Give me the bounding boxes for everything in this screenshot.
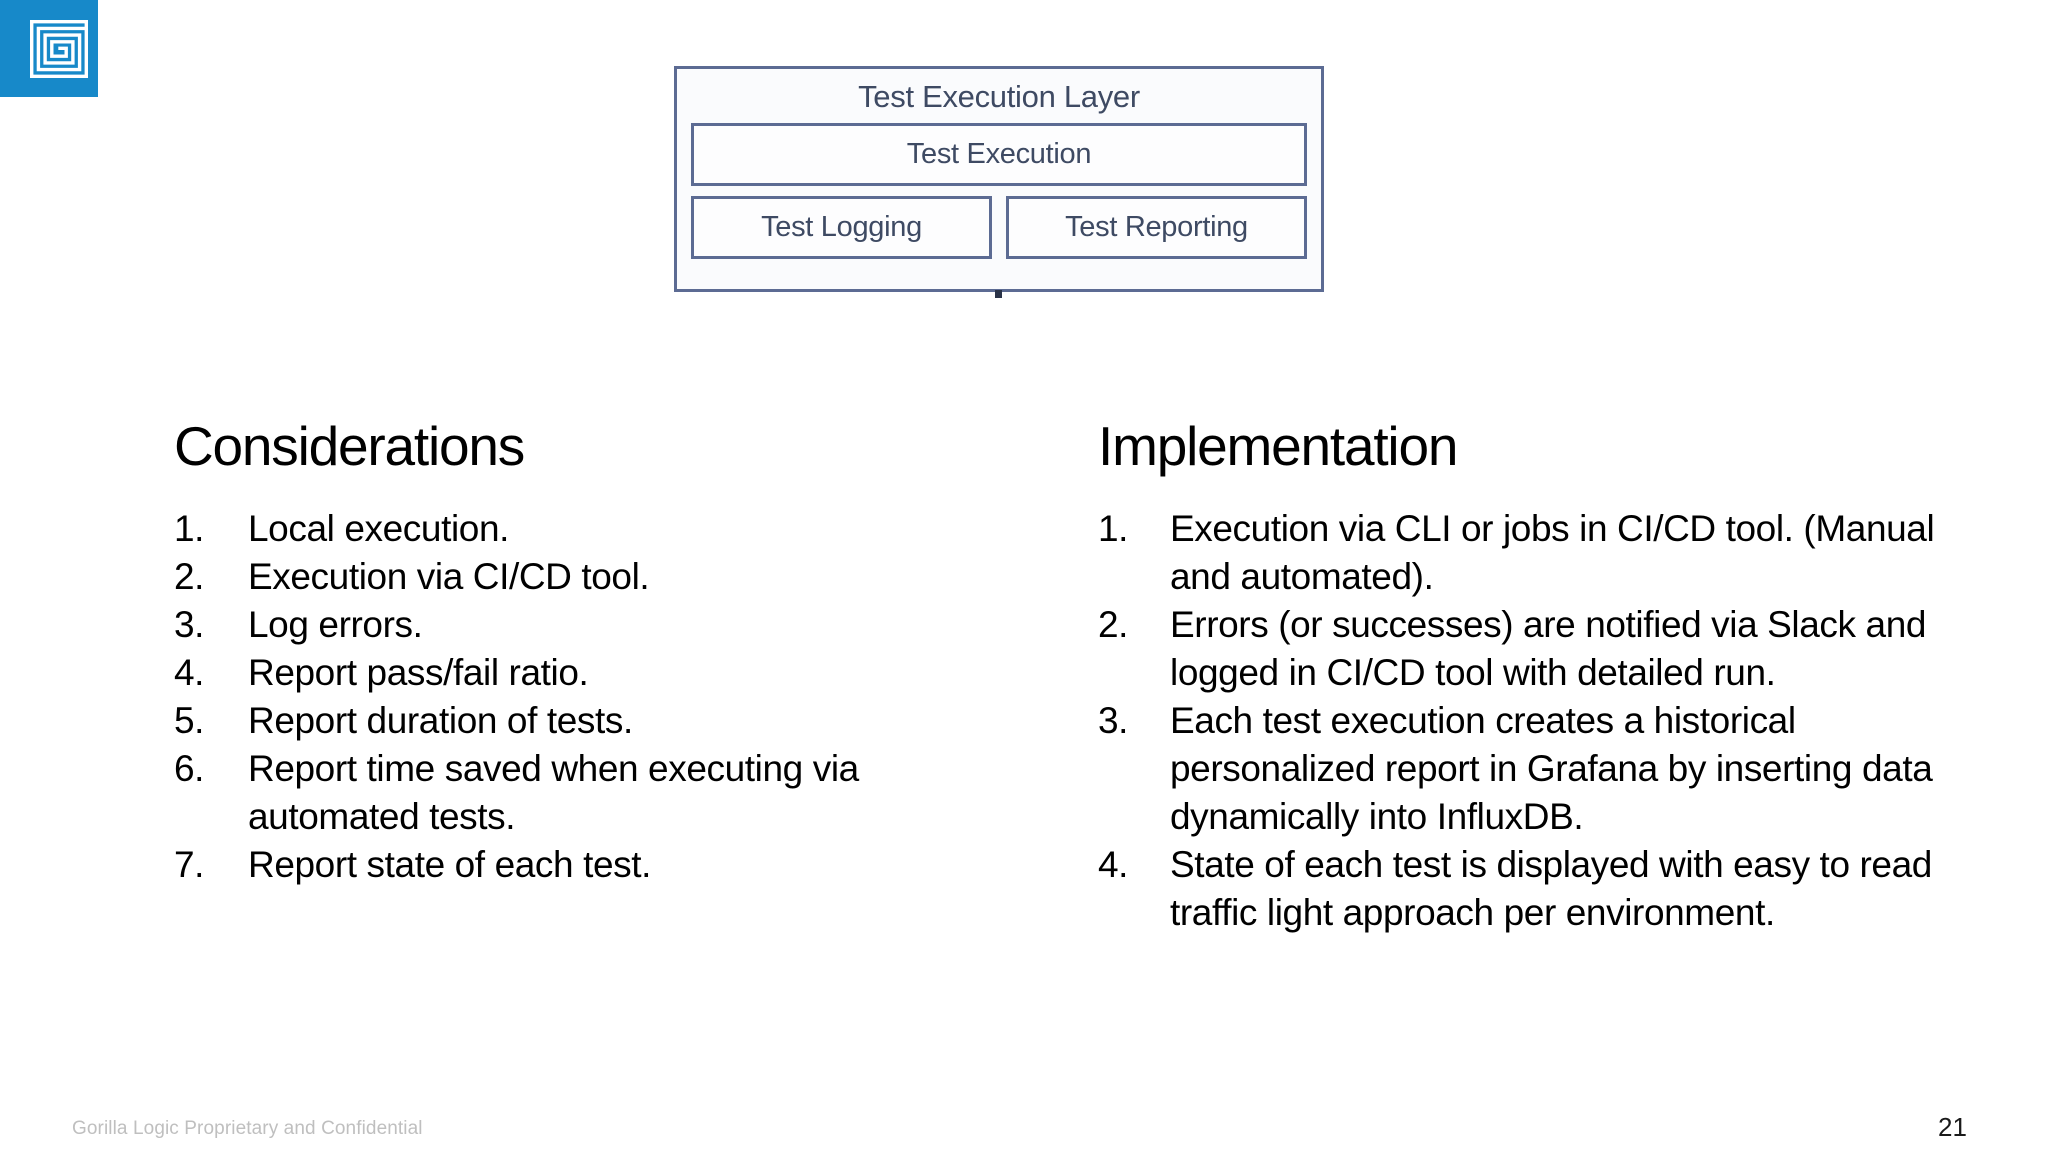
list-item: 3. Each test execution creates a histori… (1098, 697, 1978, 841)
list-item-text: Log errors. (248, 604, 423, 645)
considerations-column: Considerations 1. Local execution. 2. Ex… (174, 415, 984, 889)
list-item-number: 7. (174, 844, 205, 885)
list-item-number: 3. (1098, 700, 1129, 741)
list-item-text: Report state of each test. (248, 844, 651, 885)
list-item-number: 2. (1098, 604, 1129, 645)
list-item-text: Report pass/fail ratio. (248, 652, 589, 693)
confidential-notice: Gorilla Logic Proprietary and Confidenti… (72, 1118, 423, 1139)
list-item-number: 4. (174, 652, 205, 693)
implementation-list: 1. Execution via CLI or jobs in CI/CD to… (1098, 505, 1978, 937)
diagram-title: Test Execution Layer (858, 79, 1140, 114)
list-item-text: Local execution. (248, 508, 510, 549)
list-item: 4. State of each test is displayed with … (1098, 841, 1978, 937)
list-item: 3. Log errors. (174, 601, 984, 649)
list-item-number: 2. (174, 556, 205, 597)
page-number: 21 (1938, 1112, 1967, 1142)
brand-logo-block (0, 0, 98, 97)
list-item-text: Report duration of tests. (248, 700, 633, 741)
list-item-text: Execution via CLI or jobs in CI/CD tool.… (1170, 508, 1935, 597)
list-item: 1. Local execution. (174, 505, 984, 553)
list-item-number: 1. (174, 508, 205, 549)
list-item: 4. Report pass/fail ratio. (174, 649, 984, 697)
list-item-text: State of each test is displayed with eas… (1170, 844, 1932, 933)
list-item-text: Each test execution creates a historical… (1170, 700, 1933, 837)
list-item-number: 5. (174, 700, 205, 741)
list-item-number: 6. (174, 748, 205, 789)
diagram-bottom-row: Test Logging Test Reporting (691, 196, 1307, 259)
diagram-box-test-reporting: Test Reporting (1006, 196, 1307, 259)
diagram-box-label: Test Reporting (1065, 211, 1248, 243)
test-execution-layer-diagram: Test Execution Layer Test Execution Test… (674, 66, 1324, 292)
list-item: 7. Report state of each test. (174, 841, 984, 889)
implementation-column: Implementation 1. Execution via CLI or j… (1098, 415, 1978, 937)
list-item: 5. Report duration of tests. (174, 697, 984, 745)
diagram-box-label: Test Logging (761, 211, 922, 243)
diagram-box-test-logging: Test Logging (691, 196, 992, 259)
gorilla-logic-g-spiral-logo-icon (30, 20, 88, 78)
diagram-box-test-execution: Test Execution (691, 123, 1307, 186)
list-item-number: 3. (174, 604, 205, 645)
considerations-list: 1. Local execution. 2. Execution via CI/… (174, 505, 984, 889)
implementation-heading: Implementation (1098, 415, 1458, 477)
list-item-text: Errors (or successes) are notified via S… (1170, 604, 1927, 693)
diagram-connector-tick (995, 290, 1002, 298)
list-item: 6. Report time saved when executing via … (174, 745, 984, 841)
list-item-text: Execution via CI/CD tool. (248, 556, 650, 597)
list-item-number: 4. (1098, 844, 1129, 885)
list-item: 2. Execution via CI/CD tool. (174, 553, 984, 601)
diagram-box-label: Test Execution (906, 138, 1092, 170)
considerations-heading: Considerations (174, 415, 525, 477)
list-item-number: 1. (1098, 508, 1129, 549)
list-item: 2. Errors (or successes) are notified vi… (1098, 601, 1978, 697)
list-item: 1. Execution via CLI or jobs in CI/CD to… (1098, 505, 1978, 601)
list-item-text: Report time saved when executing via aut… (248, 748, 859, 837)
